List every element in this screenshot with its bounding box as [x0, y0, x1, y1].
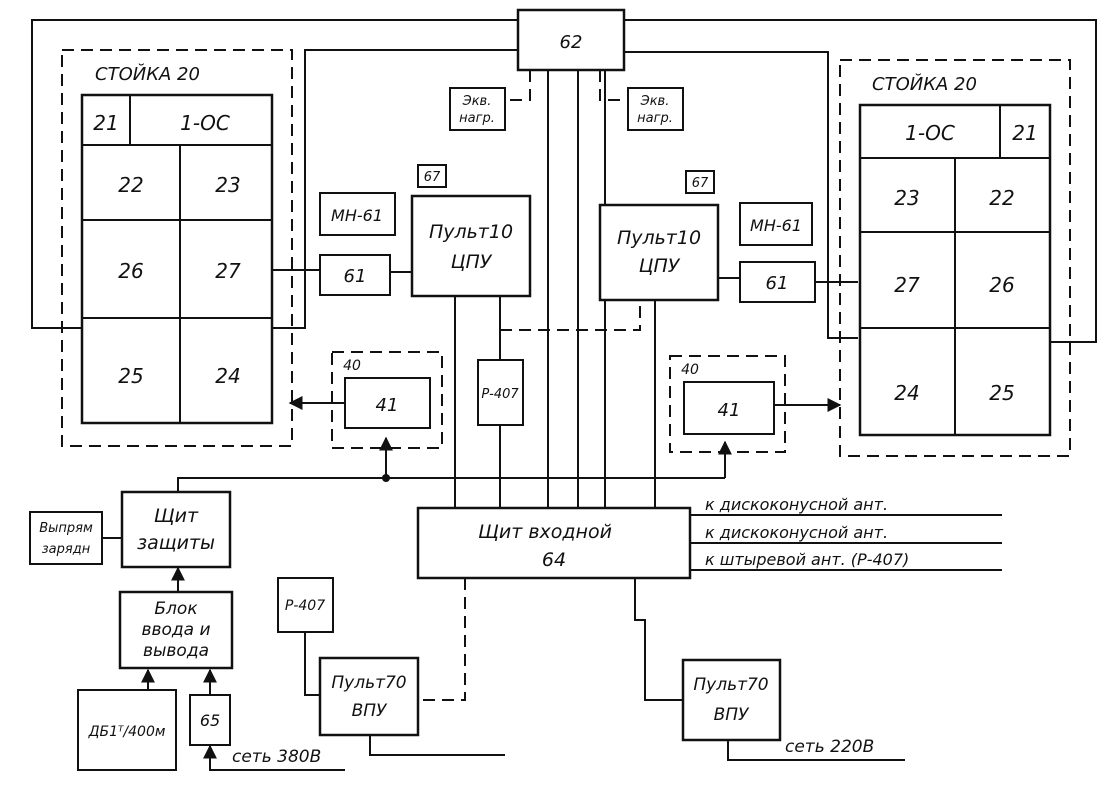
- antenna-label-2: к дискоконусной ант.: [705, 523, 888, 542]
- io-block: Блок ввода и вывода: [118, 590, 234, 670]
- mn61-right: МН-61: [739, 202, 813, 246]
- antenna-label-3: к штыревой ант. (Р-407): [705, 550, 909, 569]
- rack-right-cell-26: 26: [989, 273, 1014, 297]
- pult10-right: Пульт10 ЦПУ: [598, 203, 720, 302]
- rack-left-cell-22: 22: [118, 173, 143, 197]
- pult10-right-line1: Пульт10: [617, 227, 701, 249]
- input-shield-line1: Щит входной: [478, 521, 612, 543]
- block-40-right-label: 40: [681, 362, 699, 378]
- input-shield-line2: 64: [542, 549, 566, 571]
- block-41-right-label: 41: [718, 400, 741, 421]
- rack-right-cell-24: 24: [894, 381, 919, 405]
- io-block-line2: ввода и: [141, 620, 210, 640]
- rack-right-title: СТОЙКА 20: [872, 73, 977, 95]
- pult10-right-line2: ЦПУ: [639, 255, 681, 277]
- io-block-line1: Блок: [154, 599, 198, 619]
- pult70-left-line2: ВПУ: [352, 701, 388, 721]
- battery-block: ДБ1ᵀ/400м: [77, 689, 177, 771]
- protection-shield-line2: защиты: [137, 532, 215, 554]
- label-67-left: 67: [417, 164, 447, 188]
- block-41-left-label: 41: [376, 395, 399, 416]
- protection-shield-line1: Щит: [154, 505, 199, 527]
- rectifier-line2: зарядн: [42, 542, 91, 557]
- rack-right: СТОЙКА 20 1-ОС 21 23 22 27 26 24 25: [839, 59, 1071, 457]
- block-40-right: 40 41: [669, 355, 786, 453]
- pult70-left: Пульт70 ВПУ: [318, 656, 420, 737]
- block-40-left: 40 41: [331, 351, 443, 449]
- rack-left-cell-25: 25: [118, 364, 143, 388]
- rack-left-title: СТОЙКА 20: [95, 63, 200, 85]
- block-62: 62: [516, 8, 626, 72]
- rack-right-cell-27: 27: [894, 273, 920, 297]
- block-61-right: 61: [739, 261, 816, 303]
- pult70-right: Пульт70 ВПУ: [681, 658, 782, 742]
- label-67-left-text: 67: [424, 170, 441, 185]
- equivalent-load-right: Экв. нагр.: [627, 87, 684, 131]
- block-61-left-label: 61: [344, 266, 367, 287]
- rack-left-cell-21: 21: [93, 111, 118, 135]
- rack-right-cell-25: 25: [989, 381, 1014, 405]
- net-220-label: сеть 220В: [785, 737, 874, 757]
- antenna-label-1: к дискоконусной ант.: [705, 495, 888, 514]
- mn61-left: МН-61: [319, 192, 396, 236]
- rectifier-block: Выпрям зарядн: [29, 511, 103, 565]
- rack-left-cell-1oc: 1-ОС: [180, 111, 230, 135]
- io-block-line3: вывода: [143, 641, 209, 661]
- battery-label: ДБ1ᵀ/400м: [88, 724, 166, 740]
- pult10-left-line2: ЦПУ: [451, 251, 493, 273]
- pult70-left-line1: Пульт70: [331, 673, 406, 693]
- input-shield-64: Щит входной 64: [416, 506, 692, 580]
- block-61-left: 61: [319, 254, 391, 296]
- r407-left: Р-407: [277, 577, 334, 633]
- equivalent-load-left-line1: Экв.: [462, 94, 492, 109]
- r407-center: Р-407: [477, 359, 524, 426]
- rack-right-cell-21: 21: [1012, 121, 1037, 145]
- mn61-left-label: МН-61: [331, 206, 383, 225]
- block-61-right-label: 61: [766, 273, 789, 294]
- pult10-left-line1: Пульт10: [429, 221, 513, 243]
- rectifier-line1: Выпрям: [39, 521, 93, 536]
- rack-right-cell-1oc: 1-ОС: [905, 121, 955, 145]
- equivalent-load-left: Экв. нагр.: [449, 87, 506, 131]
- equivalent-load-right-line2: нагр.: [637, 111, 673, 126]
- label-67-right: 67: [685, 170, 715, 194]
- block-65-label: 65: [200, 711, 220, 730]
- mn61-right-label: МН-61: [750, 216, 802, 235]
- pult70-right-line2: ВПУ: [714, 705, 750, 725]
- block-62-label: 62: [560, 32, 583, 53]
- protection-shield: Щит защиты: [120, 490, 232, 569]
- r407-center-label: Р-407: [481, 387, 519, 402]
- block-40-left-label: 40: [343, 358, 361, 374]
- equivalent-load-left-line2: нагр.: [459, 111, 495, 126]
- pult70-right-line1: Пульт70: [693, 675, 768, 695]
- rack-right-cell-22: 22: [989, 186, 1014, 210]
- r407-left-label: Р-407: [285, 598, 325, 614]
- block-65: 65: [189, 694, 231, 746]
- rack-left: СТОЙКА 20 21 1-ОС 22 23 26 27 25 24: [61, 49, 293, 447]
- rack-left-cell-26: 26: [118, 259, 143, 283]
- net-380-label: сеть 380В: [232, 747, 321, 767]
- equivalent-load-right-line1: Экв.: [640, 94, 670, 109]
- rack-left-cell-23: 23: [215, 173, 240, 197]
- pult10-left: Пульт10 ЦПУ: [410, 194, 532, 298]
- rack-left-cell-24: 24: [215, 364, 240, 388]
- label-67-right-text: 67: [692, 176, 709, 191]
- rack-right-cell-23: 23: [894, 186, 919, 210]
- rack-left-cell-27: 27: [215, 259, 241, 283]
- wire-group: [31, 19, 1097, 771]
